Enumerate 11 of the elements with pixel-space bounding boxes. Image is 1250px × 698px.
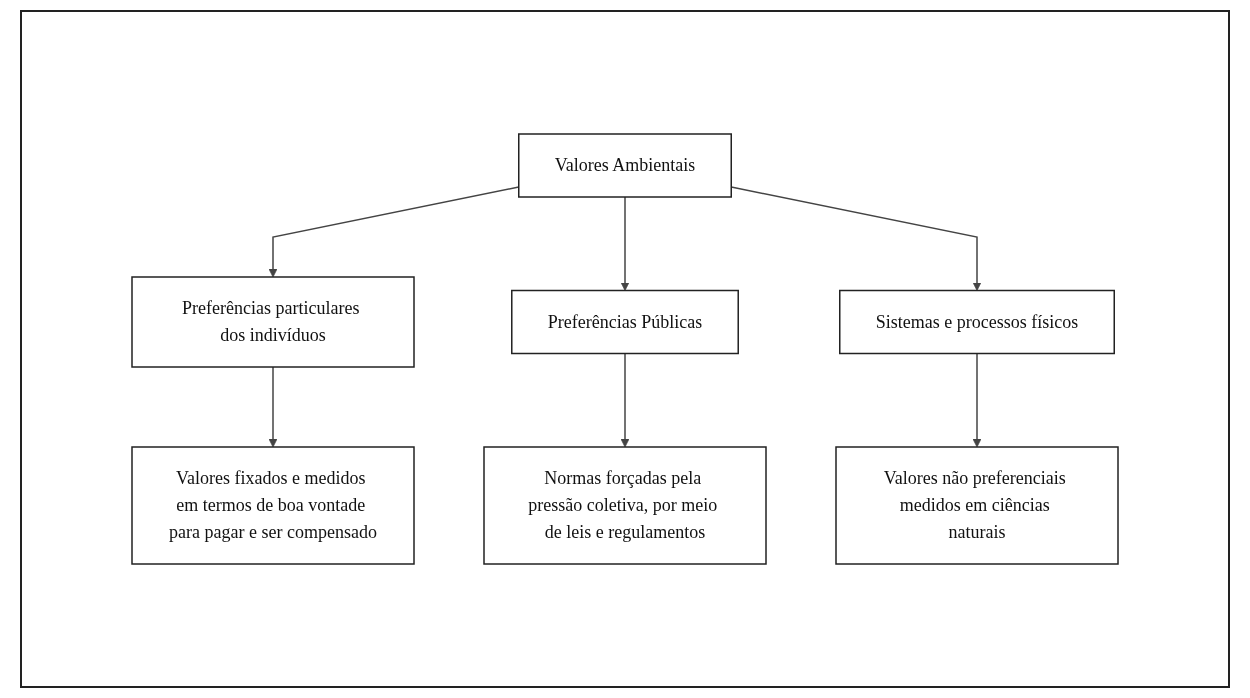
arrow [972, 352, 982, 448]
node-box: Preferências particulares dos indivíduos [131, 276, 415, 368]
node-box: Valores fixados e medidos em termos de boa vontade para pagar e ser compensado [131, 446, 415, 565]
node-box: Valores Ambientais [518, 133, 732, 198]
node-box: Sistemas e processos físicos [839, 289, 1115, 355]
arrow [620, 196, 630, 291]
arrow [620, 352, 630, 448]
node-box: Valores não preferenciais medidos em ciências naturais [835, 446, 1119, 565]
arrow [268, 366, 278, 448]
node-box: Normas forçadas pela pressão coletiva, por meio de leis e regulamentos [483, 446, 767, 565]
node-box: Preferências Públicas [511, 289, 739, 355]
